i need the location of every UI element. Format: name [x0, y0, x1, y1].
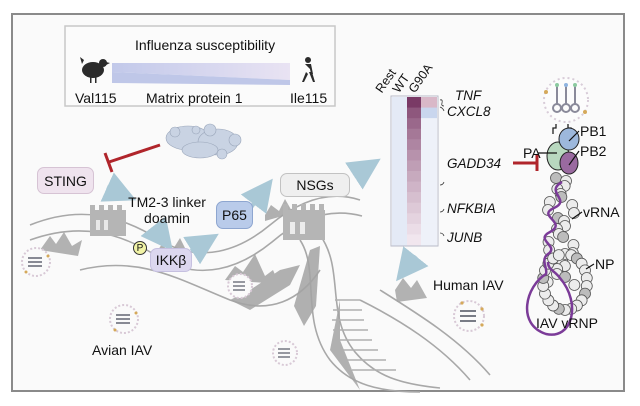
- susceptibility-gradient-wedge: [112, 63, 290, 80]
- heatmap-cell: [392, 234, 407, 246]
- pb1-label: PB1: [580, 123, 607, 139]
- np-label: NP: [595, 256, 615, 272]
- np-bead: [552, 249, 565, 262]
- gene-label-junb: JUNB: [447, 230, 483, 245]
- heatmap-cell: [392, 171, 407, 183]
- heatmap-cell: [407, 223, 421, 235]
- virus-particle-icon: [109, 304, 139, 334]
- ikkb-box: IKKβ: [150, 248, 192, 272]
- heatmap-cell: [392, 97, 407, 109]
- heatmap-cell: [407, 97, 421, 109]
- heatmap-cell: [392, 223, 407, 235]
- heatmap-cell: [407, 107, 421, 119]
- nsgs-box: NSGs: [280, 173, 350, 197]
- heatmap-cell: [407, 181, 421, 193]
- heatmap-cell: [421, 192, 437, 204]
- heatmap-cell: [392, 181, 407, 193]
- pb2-label: PB2: [580, 143, 607, 159]
- pa-label: PA: [523, 145, 541, 161]
- virus-particle-icon: [543, 77, 589, 123]
- gene-label-nfkbia: NFKBIA: [447, 201, 496, 216]
- vrnp-label-lines: [538, 130, 595, 270]
- protein-structure-icon: [165, 123, 242, 160]
- virus-particle-icon: [272, 340, 298, 366]
- heatmap-gene-ticks: [439, 99, 445, 237]
- heatmap-cell: [407, 128, 421, 140]
- inhibition-arrow-vrnp: [513, 155, 539, 171]
- tm-linker-line1: TM2-3 linker: [128, 194, 206, 210]
- heatmap-cell: [407, 192, 421, 204]
- heatmap-cell: [392, 107, 407, 119]
- nsgs-label: NSGs: [296, 177, 334, 193]
- heatmap-cell: [421, 234, 437, 246]
- heatmap-cell: [421, 202, 437, 214]
- wall-tower-right: [283, 204, 325, 240]
- heatmap: [390, 95, 439, 247]
- heatmap-cell: [421, 128, 437, 140]
- heatmap-cell: [421, 223, 437, 235]
- heatmap-cell: [407, 149, 421, 161]
- heatmap-cell: [407, 118, 421, 130]
- susceptibility-title: Influenza susceptibility: [135, 37, 276, 53]
- vrna-label: vRNA: [583, 204, 620, 220]
- phosphorylation-badge: P: [133, 241, 147, 255]
- p65-box: P65: [216, 201, 253, 229]
- heatmap-cell: [421, 139, 437, 151]
- wall-steps: [332, 299, 396, 371]
- heatmap-cell: [392, 213, 407, 225]
- heatmap-cell: [421, 107, 437, 119]
- avian-iav-label: Avian IAV: [92, 342, 153, 358]
- heatmap-cell: [421, 160, 437, 172]
- heatmap-cell: [421, 171, 437, 183]
- heatmap-cell: [407, 213, 421, 225]
- human-walking-icon: [302, 57, 315, 82]
- heatmap-cell: [421, 213, 437, 225]
- chicken-icon: [80, 57, 110, 83]
- np-bead: [557, 231, 570, 243]
- vrnp-title: IAV vRNP: [536, 315, 598, 331]
- heatmap-cell: [407, 171, 421, 183]
- heatmap-cell: [421, 149, 437, 161]
- heatmap-cell: [407, 202, 421, 214]
- np-bead: [568, 279, 581, 291]
- wall-tower-left: [90, 205, 126, 236]
- np-bead: [568, 207, 580, 219]
- tm-linker-line2: doamin: [144, 210, 190, 226]
- virus-particle-icon: [227, 273, 253, 299]
- gene-label-gadd34: GADD34: [447, 156, 502, 171]
- ile115-label: Ile115: [290, 90, 328, 106]
- heatmap-cell: [421, 97, 437, 109]
- pb1-subunit: [558, 127, 580, 151]
- gene-label-cxcl8: CXCL8: [447, 104, 491, 119]
- heatmap-cell: [392, 128, 407, 140]
- inhibition-arrow-sting: [103, 143, 161, 173]
- human-iav-label: Human IAV: [433, 277, 504, 293]
- vrna-strand: [526, 180, 574, 336]
- heatmap-cell: [392, 149, 407, 161]
- vrnp-structure: [526, 127, 593, 336]
- heatmap-cell: [392, 118, 407, 130]
- matrix-protein-label: Matrix protein 1: [146, 90, 243, 106]
- val115-label: Val115: [75, 90, 117, 106]
- sting-label: STING: [44, 172, 87, 189]
- heatmap-cell: [407, 234, 421, 246]
- sting-box: STING: [37, 167, 94, 194]
- heatmap-cell: [392, 139, 407, 151]
- heatmap-cell: [407, 139, 421, 151]
- heatmap-cell: [421, 181, 437, 193]
- p65-label: P65: [222, 207, 247, 223]
- phospho-label: P: [136, 242, 144, 254]
- virus-particle-icon: [453, 300, 485, 332]
- pb2-subunit: [559, 151, 579, 175]
- virus-particle-icon: [21, 247, 51, 277]
- heatmap-cell: [407, 160, 421, 172]
- heatmap-cell: [421, 118, 437, 130]
- heatmap-cell: [392, 160, 407, 172]
- heatmap-cell: [392, 202, 407, 214]
- ikkb-label: IKKβ: [155, 252, 187, 268]
- heatmap-cell: [392, 192, 407, 204]
- gene-label-tnf: TNF: [455, 88, 482, 103]
